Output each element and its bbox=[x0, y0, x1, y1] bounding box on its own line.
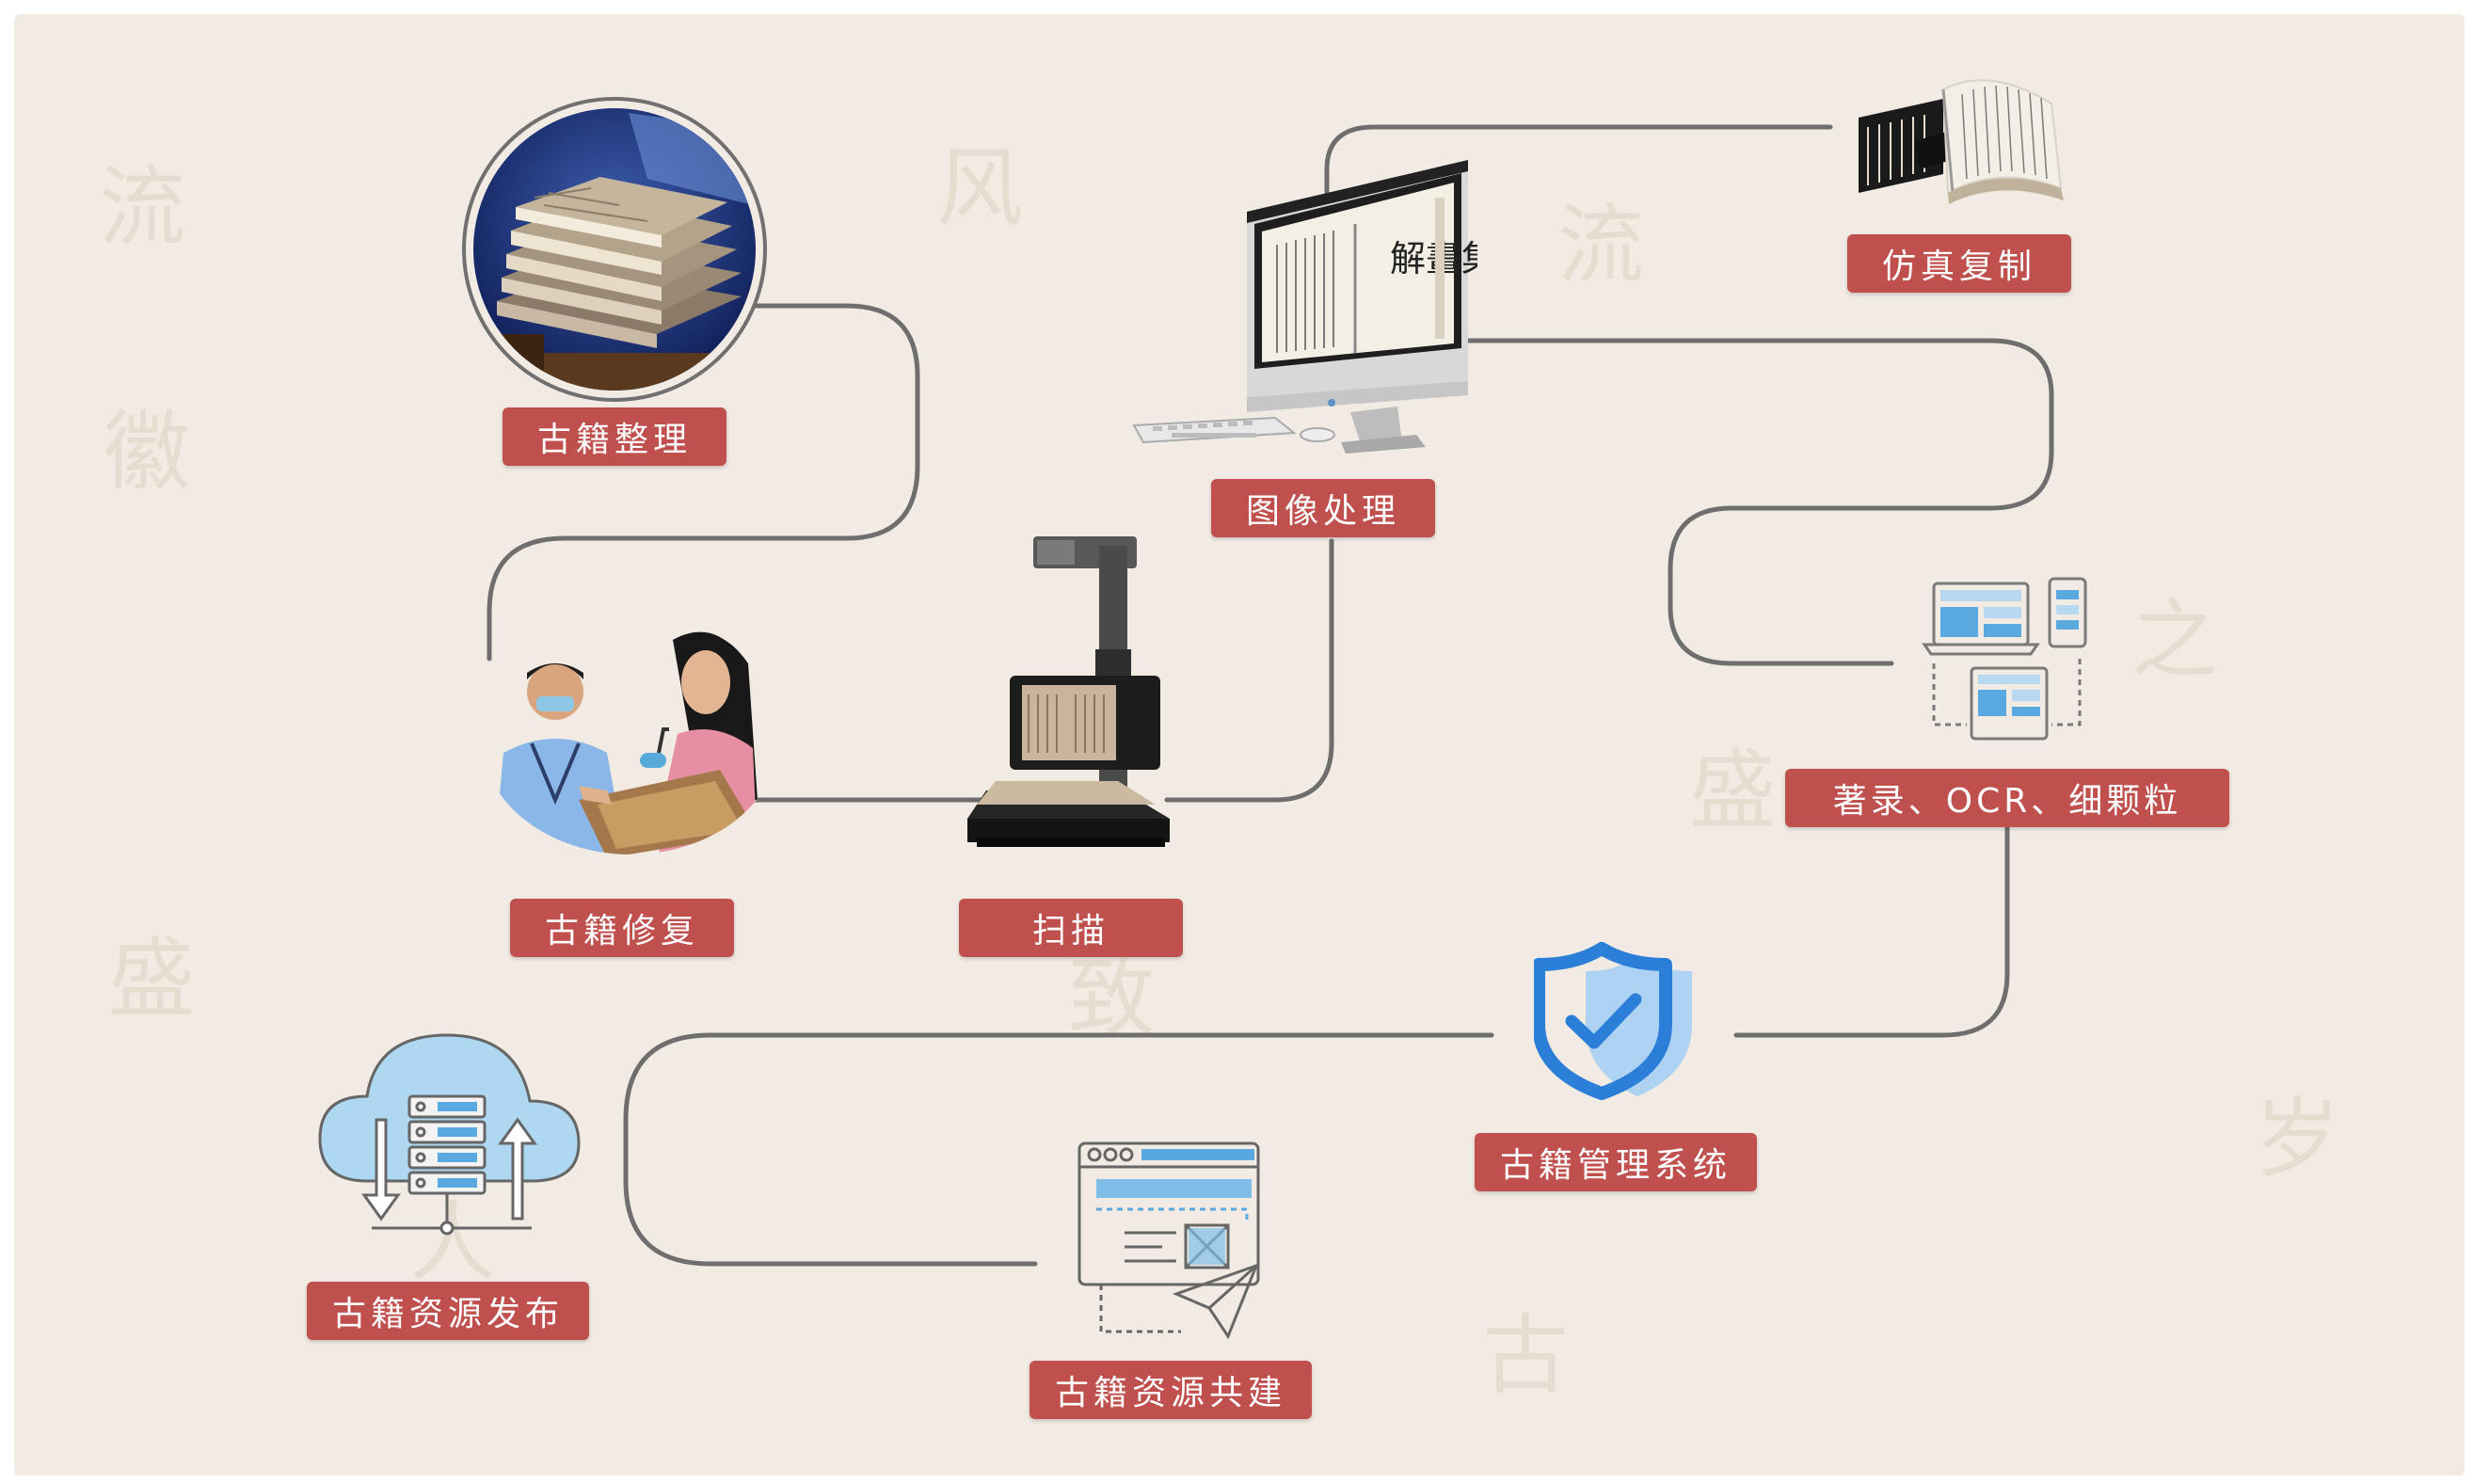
scanner bbox=[958, 518, 1184, 856]
monitor: 解畫集 bbox=[1115, 160, 1477, 461]
shield-check-icon bbox=[1534, 941, 1699, 1101]
devices-icon bbox=[1920, 569, 2094, 743]
node-label-resource-publishing: 古籍资源发布 bbox=[307, 1282, 589, 1340]
bg-calligraphy: 之 bbox=[2131, 590, 2219, 691]
webpage-send-icon bbox=[1068, 1134, 1270, 1346]
bg-calligraphy: 岁 bbox=[2254, 1089, 2341, 1189]
restoration-photo bbox=[475, 612, 776, 856]
bg-calligraphy: 致 bbox=[1068, 948, 1156, 1048]
cloud-server-icon bbox=[315, 1007, 583, 1242]
node-label-ancient-book-restoration: 古籍修复 bbox=[510, 899, 734, 957]
bg-calligraphy: 人 bbox=[409, 1192, 497, 1293]
node-label-image-processing: 图像处理 bbox=[1211, 479, 1435, 537]
bg-calligraphy: 风 bbox=[936, 138, 1024, 239]
node-label-scanning: 扫描 bbox=[959, 899, 1183, 957]
node-label-management-system: 古籍管理系统 bbox=[1475, 1133, 1757, 1191]
book-reproduction bbox=[1849, 61, 2066, 221]
bg-calligraphy: 盛 bbox=[1689, 741, 1777, 841]
monitor-book-title: 解畫集 bbox=[1390, 238, 1477, 279]
node-label-facsimile-reproduction: 仿真复制 bbox=[1847, 234, 2071, 293]
bg-calligraphy: 流 bbox=[1557, 195, 1645, 295]
book-stack-photo bbox=[459, 94, 770, 405]
node-label-resource-coconstruction: 古籍资源共建 bbox=[1030, 1361, 1312, 1419]
bg-calligraphy: 徽 bbox=[104, 402, 191, 503]
node-label-ancient-book-sorting: 古籍整理 bbox=[503, 407, 726, 466]
bg-calligraphy: 盛 bbox=[108, 929, 196, 1029]
bg-calligraphy: 古 bbox=[1482, 1305, 1570, 1406]
node-label-cataloging-ocr: 著录、OCR、细颗粒 bbox=[1785, 769, 2229, 827]
bg-calligraphy: 流 bbox=[99, 157, 186, 258]
